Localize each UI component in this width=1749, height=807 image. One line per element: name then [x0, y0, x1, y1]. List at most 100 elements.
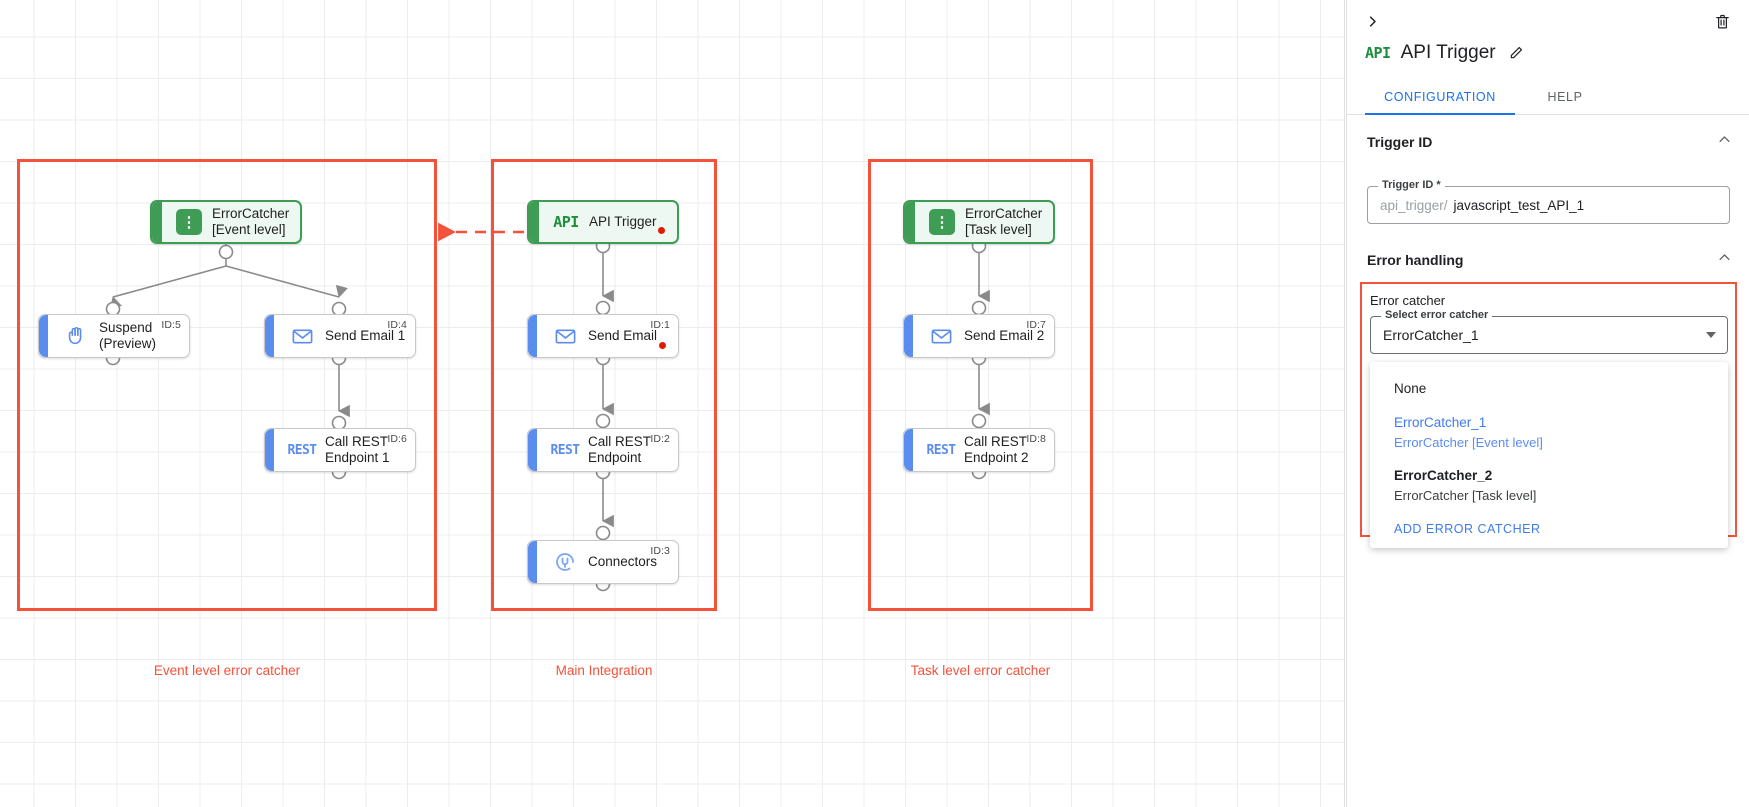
node-id: ID:7 — [1026, 319, 1046, 331]
rest-icon: REST — [926, 435, 957, 465]
node-label: Send Email 1 — [325, 328, 406, 344]
section-header-error-handling[interactable]: Error handling — [1347, 238, 1749, 282]
rest-icon-text: REST — [926, 442, 957, 458]
dropdown-option-primary: None — [1394, 381, 1427, 396]
api-icon: API — [1365, 44, 1391, 62]
node-call-rest-endpoint-1[interactable]: REST Call REST Endpoint 1 ID:6 — [264, 428, 416, 472]
node-id: ID:1 — [650, 319, 670, 331]
node-id: ID:6 — [387, 433, 407, 445]
node-connectors[interactable]: Connectors ID:3 — [527, 540, 679, 584]
pencil-icon[interactable] — [1508, 45, 1524, 61]
tab-configuration[interactable]: CONFIGURATION — [1365, 80, 1515, 115]
panel-tabs: CONFIGURATION HELP — [1347, 80, 1749, 115]
dropdown-option-primary: ErrorCatcher_2 — [1394, 468, 1493, 484]
node-send-email-1[interactable]: Send Email 1 ID:4 — [264, 314, 416, 358]
error-catcher-select-legend: Select error catcher — [1381, 309, 1493, 321]
node-error-catcher-task-level[interactable]: ⋮ ErrorCatcher [Task level] — [903, 200, 1055, 244]
node-accent-bar — [265, 315, 274, 357]
error-catcher-select[interactable]: Select error catcher ErrorCatcher_1 — [1370, 309, 1728, 354]
node-label: Call REST Endpoint 2 — [964, 434, 1029, 465]
node-suspend[interactable]: Suspend (Preview) ID:5 — [38, 314, 190, 358]
api-icon-text: API — [553, 213, 579, 231]
node-accent-bar — [265, 429, 274, 471]
chevron-up-icon[interactable] — [1717, 250, 1732, 270]
node-accent-bar — [904, 429, 913, 471]
error-catcher-highlight-box: Error catcher Select error catcher Error… — [1360, 282, 1737, 549]
rest-icon: REST — [550, 435, 581, 465]
trash-icon[interactable] — [1709, 8, 1735, 34]
node-accent-bar — [528, 541, 537, 583]
page-title: API Trigger — [1400, 42, 1496, 63]
workflow-canvas[interactable]: Event level error catcher Main Integrati… — [0, 0, 1345, 807]
trigger-id-prefix: api_trigger/ — [1380, 197, 1448, 213]
trigger-id-value: javascript_test_API_1 — [1453, 197, 1585, 213]
section-trigger-id: Trigger ID Trigger ID * api_trigger/ jav… — [1347, 120, 1749, 244]
node-accent-bar — [904, 315, 913, 357]
node-label: ErrorCatcher [Task level] — [965, 206, 1043, 237]
dropdown-option-errorcatcher-2[interactable]: ErrorCatcher_2 ErrorCatcher [Task level] — [1370, 459, 1728, 512]
node-label: Call REST Endpoint 1 — [325, 434, 390, 465]
rest-icon-text: REST — [287, 442, 318, 458]
node-label: Connectors — [588, 554, 658, 570]
node-accent-bar — [528, 429, 537, 471]
status-dot — [658, 227, 665, 234]
error-catcher-label: Error catcher — [1370, 293, 1446, 308]
group-label-task-level: Task level error catcher — [910, 663, 1051, 678]
node-id: ID:3 — [650, 545, 670, 557]
hand-icon — [61, 321, 91, 351]
chevron-right-icon[interactable] — [1359, 8, 1385, 34]
node-label: Send Email 2 — [964, 328, 1045, 344]
error-catcher-select-wrap: Select error catcher ErrorCatcher_1 — [1370, 309, 1728, 354]
node-api-trigger[interactable]: API API Trigger — [527, 200, 679, 244]
trigger-id-input[interactable]: Trigger ID * api_trigger/ javascript_tes… — [1367, 179, 1730, 224]
chevron-down-icon[interactable] — [1706, 332, 1716, 338]
details-panel: API API Trigger CONFIGURATION HELP Trigg… — [1346, 0, 1749, 807]
dropdown-option-secondary: ErrorCatcher [Event level] — [1394, 434, 1543, 450]
trigger-id-field-wrap: Trigger ID * api_trigger/ javascript_tes… — [1367, 179, 1730, 224]
error-catcher-icon: ⋮ — [174, 207, 204, 237]
node-accent-bar — [905, 202, 915, 242]
node-id: ID:5 — [161, 319, 181, 331]
node-label: Send Email — [588, 328, 658, 344]
node-accent-bar — [152, 202, 162, 242]
rest-icon: REST — [287, 435, 318, 465]
section-title: Trigger ID — [1367, 134, 1433, 150]
node-send-email[interactable]: Send Email ID:1 — [527, 314, 679, 358]
node-accent-bar — [528, 315, 537, 357]
error-catcher-dropdown[interactable]: None ErrorCatcher_1 ErrorCatcher [Event … — [1370, 362, 1728, 549]
chevron-up-icon[interactable] — [1717, 132, 1732, 152]
node-send-email-2[interactable]: Send Email 2 ID:7 — [903, 314, 1055, 358]
envelope-icon — [287, 321, 317, 351]
node-label: ErrorCatcher [Event level] — [212, 206, 290, 237]
rest-icon-text: REST — [550, 442, 581, 458]
panel-title-row: API API Trigger — [1365, 42, 1524, 64]
dropdown-option-errorcatcher-1[interactable]: ErrorCatcher_1 ErrorCatcher [Event level… — [1370, 406, 1728, 459]
node-id: ID:4 — [387, 319, 407, 331]
node-accent-bar — [39, 315, 48, 357]
group-label-event-level: Event level error catcher — [153, 663, 301, 678]
group-label-main-integration: Main Integration — [555, 663, 653, 678]
envelope-icon — [550, 321, 580, 351]
node-call-rest-endpoint[interactable]: REST Call REST Endpoint ID:2 — [527, 428, 679, 472]
section-header-trigger-id[interactable]: Trigger ID — [1347, 120, 1749, 164]
node-label: Call REST Endpoint — [588, 434, 652, 465]
node-call-rest-endpoint-2[interactable]: REST Call REST Endpoint 2 ID:8 — [903, 428, 1055, 472]
trigger-id-legend: Trigger ID * — [1378, 179, 1445, 191]
node-error-catcher-event-level[interactable]: ⋮ ErrorCatcher [Event level] — [150, 200, 302, 244]
group-box-event-level[interactable] — [17, 159, 437, 611]
error-catcher-select-value: ErrorCatcher_1 — [1383, 327, 1479, 343]
section-title: Error handling — [1367, 252, 1464, 268]
error-catcher-icon: ⋮ — [927, 207, 957, 237]
group-box-main-integration[interactable] — [491, 159, 717, 611]
dropdown-option-none[interactable]: None — [1370, 372, 1728, 406]
panel-toolbar — [1347, 0, 1749, 40]
tab-help[interactable]: HELP — [1547, 89, 1583, 104]
connectors-icon — [550, 547, 580, 577]
dropdown-option-secondary: ErrorCatcher [Task level] — [1394, 487, 1537, 503]
node-id: ID:8 — [1026, 433, 1046, 445]
group-box-task-level[interactable] — [868, 159, 1093, 611]
status-dot — [659, 342, 666, 349]
add-error-catcher-button[interactable]: ADD ERROR CATCHER — [1394, 522, 1541, 537]
envelope-icon — [926, 321, 956, 351]
